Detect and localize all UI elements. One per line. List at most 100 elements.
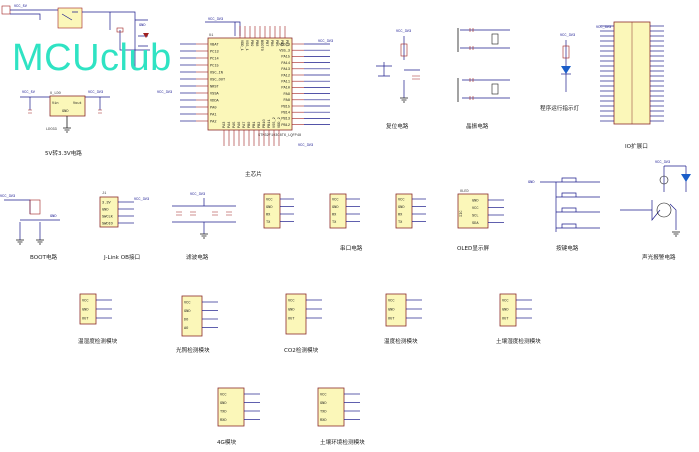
ldo-chip [49, 95, 86, 117]
mcu-pin-label: PB6 [269, 40, 273, 46]
io-vcc-label: VCC_3V3 [596, 26, 611, 30]
mcu-vdd-label: VCC_3V3 [318, 40, 333, 44]
module-pin-label: GND [184, 310, 190, 314]
indicator-resistor [562, 45, 570, 59]
module-pin-label: GND [320, 402, 326, 406]
keys-wire [540, 181, 600, 232]
mcu-pin-label: VDD_2 [278, 117, 282, 128]
boot-label: GND [50, 215, 56, 219]
module-pin-label: VCC [388, 299, 394, 303]
power-input-section: VCC_5V GND [1, 5, 150, 70]
module-pin-label: VCC [320, 393, 326, 397]
mcu-pin-label: PB4 [279, 40, 283, 46]
module-pin-label: VCC [184, 301, 190, 305]
buzzer-led-icon [681, 174, 691, 182]
buzzer-icon [659, 175, 669, 185]
module-pin-label: OUT [82, 317, 89, 321]
mcu-pin-label: VSS_1 [244, 40, 248, 51]
indicator-led-icon [561, 66, 571, 74]
mcu-pin-label: PA6 [238, 122, 242, 128]
reset-resistor [400, 43, 408, 57]
module-pin-label: RXD [220, 419, 226, 423]
caption-oled: OLED显示屏 [457, 245, 490, 252]
mcu-pin-label: PB12 [281, 124, 290, 128]
boot-wire [4, 199, 60, 240]
oled-pin-label: VCC [472, 207, 478, 211]
jlink-pin-label: SWCLK [102, 215, 114, 219]
crystal-section: 晶振电路 [457, 28, 510, 130]
caption-keys: 按键电路 [556, 244, 579, 252]
caption-co2: CO2检测模块 [284, 346, 319, 354]
oled-module [457, 193, 489, 229]
caption-soil-moist: 土壤湿度检测模块 [496, 337, 541, 345]
uart-pin-label: TX [398, 221, 403, 225]
soil-temp-header [385, 293, 407, 327]
filter-gnd-symbol [200, 233, 208, 239]
keys-section: GND 按键电路 [528, 177, 600, 252]
reset-cap [412, 75, 420, 80]
caption-temp-hum: 温湿度检测模块 [78, 337, 118, 345]
uart-pin-label: RX [332, 213, 337, 217]
module-pin-label: TXD [320, 410, 326, 414]
uart-pin-label: RX [398, 213, 403, 217]
buzzer-vcc-label: VCC_3V3 [655, 161, 670, 165]
uart-pin-label: RX [266, 213, 271, 217]
indicator-section: VCC_3V3 程序运行指示灯 [540, 34, 580, 112]
jlink-pin-label: 3.3V [102, 201, 111, 205]
mcu-pin-label: PB13 [281, 118, 290, 122]
serial-header-3-body [395, 193, 413, 229]
caption-boot: BOOT电路 [30, 253, 58, 261]
indicator-vcc-label: VCC_3V3 [560, 34, 575, 38]
mcu-pin-label: PA13 [281, 68, 290, 72]
mcu-pin-label: PA7 [243, 122, 247, 128]
switch-contact [61, 11, 78, 21]
module-pin-label: GND [388, 308, 394, 312]
caption-reset: 复位电路 [386, 122, 409, 130]
caption-io: IO扩展口 [625, 142, 648, 150]
mcu-pin-label: PB1 [253, 122, 257, 128]
uart-pin-label: TX [266, 221, 271, 225]
light-header [181, 295, 203, 337]
boot-jumper [29, 199, 41, 215]
caption-soil-temp: 温度检测模块 [384, 337, 418, 345]
mcu-pin-label: PA3 [223, 122, 227, 128]
ldo-gnd-symbol [63, 116, 71, 133]
caption-crystal: 晶振电路 [466, 122, 489, 130]
mcu-pin-label: PB14 [281, 112, 290, 116]
module-pin-label: OUT [288, 317, 295, 321]
jlink-pin-label: SWDIO [102, 222, 113, 226]
caption-filter: 滤波电路 [186, 253, 209, 261]
oled-ref: OLED [460, 190, 469, 194]
mcu-pin-label: VBAT [210, 43, 219, 47]
mcuclub-logo: MCUclub [12, 37, 172, 79]
mcu-pin-label: PB11 [268, 119, 272, 128]
mcu-pin-label: PB9 [249, 40, 253, 46]
power-rail-wire [82, 11, 150, 70]
mcu-pin-label: VSSA [210, 92, 219, 96]
ldo-out-label: VCC_3V3 [88, 91, 103, 95]
mcu-pin-label: PA9 [284, 93, 290, 97]
jlink-vcc-label: VCC_3V3 [134, 198, 149, 202]
crystal-hse [491, 33, 499, 45]
mcu-pin-label: PA1 [210, 113, 216, 117]
filter-section: VCC_3V3 滤波电路 [172, 193, 236, 261]
buzzer-section: VCC_3V3 声光报警电路 [620, 161, 691, 261]
mcu-pin-label: PB0 [248, 122, 252, 128]
module-pin-label: VCC [220, 393, 226, 397]
mcu-pin-label: PB8 [254, 40, 258, 46]
module-pin-label: GND [288, 308, 294, 312]
mcu-pin-label: PA12 [281, 74, 290, 78]
uart-pin-label: GND [332, 206, 338, 210]
reset-wire [403, 36, 420, 98]
